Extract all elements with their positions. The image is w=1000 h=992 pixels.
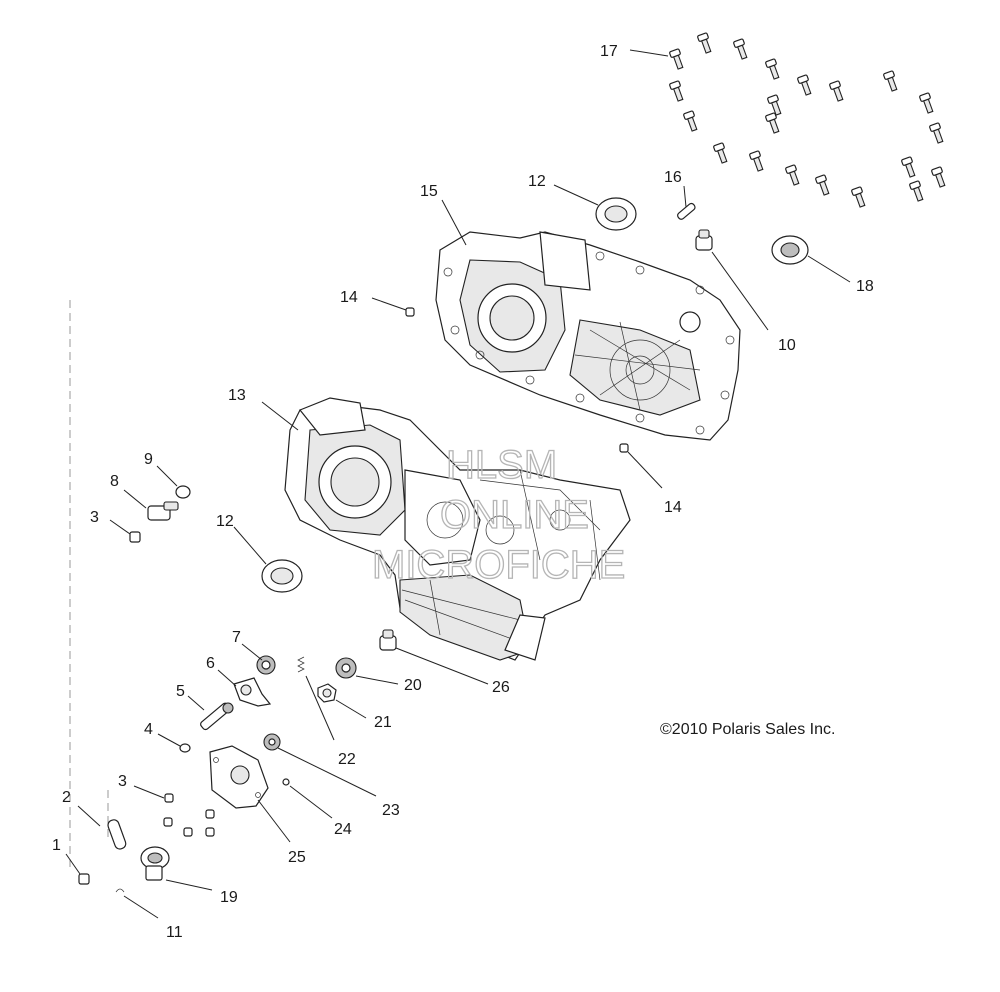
callout-16: 16 bbox=[664, 169, 682, 186]
o-ring-part-24 bbox=[282, 778, 290, 786]
bolt-17-6 bbox=[829, 80, 844, 102]
sensor-part-19 bbox=[140, 846, 170, 881]
bolt-17-13 bbox=[929, 122, 944, 144]
seal-part-12-upper bbox=[595, 197, 637, 231]
callout-3-upper: 3 bbox=[90, 509, 99, 526]
bolt-17-18 bbox=[851, 186, 866, 208]
callout-25: 25 bbox=[288, 849, 306, 866]
callout-21: 21 bbox=[374, 714, 392, 731]
callout-3-lower: 3 bbox=[118, 773, 127, 790]
dowel-part-16 bbox=[677, 202, 696, 220]
bolt-17-11 bbox=[767, 94, 782, 116]
bolt-17-19 bbox=[901, 156, 916, 178]
callout-12-lower: 12 bbox=[216, 513, 234, 530]
seal-part-12-lower bbox=[261, 559, 303, 593]
bolt-17-9 bbox=[669, 80, 684, 102]
leader-lines bbox=[65, 49, 851, 919]
callout-4: 4 bbox=[144, 721, 153, 738]
callout-22: 22 bbox=[338, 751, 356, 768]
copyright-notice: ©2010 Polaris Sales Inc. bbox=[660, 721, 835, 738]
callout-10: 10 bbox=[778, 337, 796, 354]
gear-part-23 bbox=[263, 733, 281, 751]
bolt-17-5 bbox=[797, 74, 812, 96]
bolt-17-8 bbox=[919, 92, 934, 114]
callout-23: 23 bbox=[382, 802, 400, 819]
callout-26: 26 bbox=[492, 679, 510, 696]
clip-part-11 bbox=[115, 888, 125, 893]
gear-part-20 bbox=[335, 657, 357, 679]
plug-part-26 bbox=[379, 629, 397, 651]
callout-8: 8 bbox=[110, 473, 119, 490]
bolt-17-14 bbox=[713, 142, 728, 164]
spring-part-22 bbox=[297, 656, 305, 673]
pump-cover-part-25 bbox=[209, 745, 269, 809]
callout-12-upper: 12 bbox=[528, 173, 546, 190]
bolt-17-1 bbox=[669, 48, 684, 70]
callout-15: 15 bbox=[420, 183, 438, 200]
callout-18: 18 bbox=[856, 278, 874, 295]
bolt-17-3 bbox=[733, 38, 748, 60]
ring-part-4 bbox=[179, 743, 191, 753]
callout-5: 5 bbox=[176, 683, 185, 700]
watermark-line-1: HLSM bbox=[446, 443, 557, 487]
bolt-17-17 bbox=[815, 174, 830, 196]
dowel-pin-part-14-b bbox=[619, 443, 629, 453]
bolt-17-2 bbox=[697, 32, 712, 54]
callout-24: 24 bbox=[334, 821, 352, 838]
watermark-line-3: MICROFICHE bbox=[372, 543, 625, 587]
part-6 bbox=[233, 677, 272, 707]
bolt-group-part-3-lower bbox=[163, 793, 215, 837]
callout-20: 20 bbox=[404, 677, 422, 694]
bolt-set-part-17 bbox=[669, 32, 946, 208]
callout-13: 13 bbox=[228, 387, 246, 404]
callout-labels: 17 12 15 16 14 10 18 13 14 12 9 8 3 7 6 … bbox=[52, 43, 874, 941]
watermark-line-2: ONLINE bbox=[440, 493, 589, 537]
plug-part-10 bbox=[695, 229, 713, 251]
bolt-17-16 bbox=[785, 164, 800, 186]
callout-11: 11 bbox=[166, 924, 183, 941]
callout-19: 19 bbox=[220, 889, 238, 906]
bolt-part-3-upper bbox=[129, 531, 141, 543]
callout-6: 6 bbox=[206, 655, 215, 672]
nut-part-1 bbox=[78, 873, 90, 885]
callout-2: 2 bbox=[62, 789, 71, 806]
dowel-pin-part-14-a bbox=[405, 307, 415, 317]
bolt-17-20 bbox=[931, 166, 946, 188]
bearing-part-18 bbox=[771, 235, 809, 265]
o-ring-part-9 bbox=[175, 485, 191, 499]
callout-14-lower: 14 bbox=[664, 499, 682, 516]
callout-1: 1 bbox=[52, 837, 61, 854]
assembly-guide-lines bbox=[69, 300, 109, 870]
bolt-17-7 bbox=[883, 70, 898, 92]
bolt-17-4 bbox=[765, 58, 780, 80]
crankcase-cover-part-15 bbox=[435, 231, 741, 441]
callout-17: 17 bbox=[600, 43, 618, 60]
bolt-17-15 bbox=[749, 150, 764, 172]
bracket-part-2 bbox=[107, 819, 127, 850]
callout-9: 9 bbox=[144, 451, 153, 468]
watermark: HLSM ONLINE MICROFICHE bbox=[371, 442, 626, 587]
callout-7: 7 bbox=[232, 629, 241, 646]
bolt-17-10 bbox=[683, 110, 698, 132]
bolt-17-12 bbox=[765, 112, 780, 134]
gear-part-7 bbox=[256, 655, 276, 675]
bolt-17-21 bbox=[909, 180, 924, 202]
sensor-part-8 bbox=[147, 501, 179, 521]
nut-part-21 bbox=[317, 683, 337, 703]
crankcase-part-13 bbox=[284, 397, 631, 661]
callout-14-upper: 14 bbox=[340, 289, 358, 306]
shaft-part-5 bbox=[200, 702, 234, 731]
